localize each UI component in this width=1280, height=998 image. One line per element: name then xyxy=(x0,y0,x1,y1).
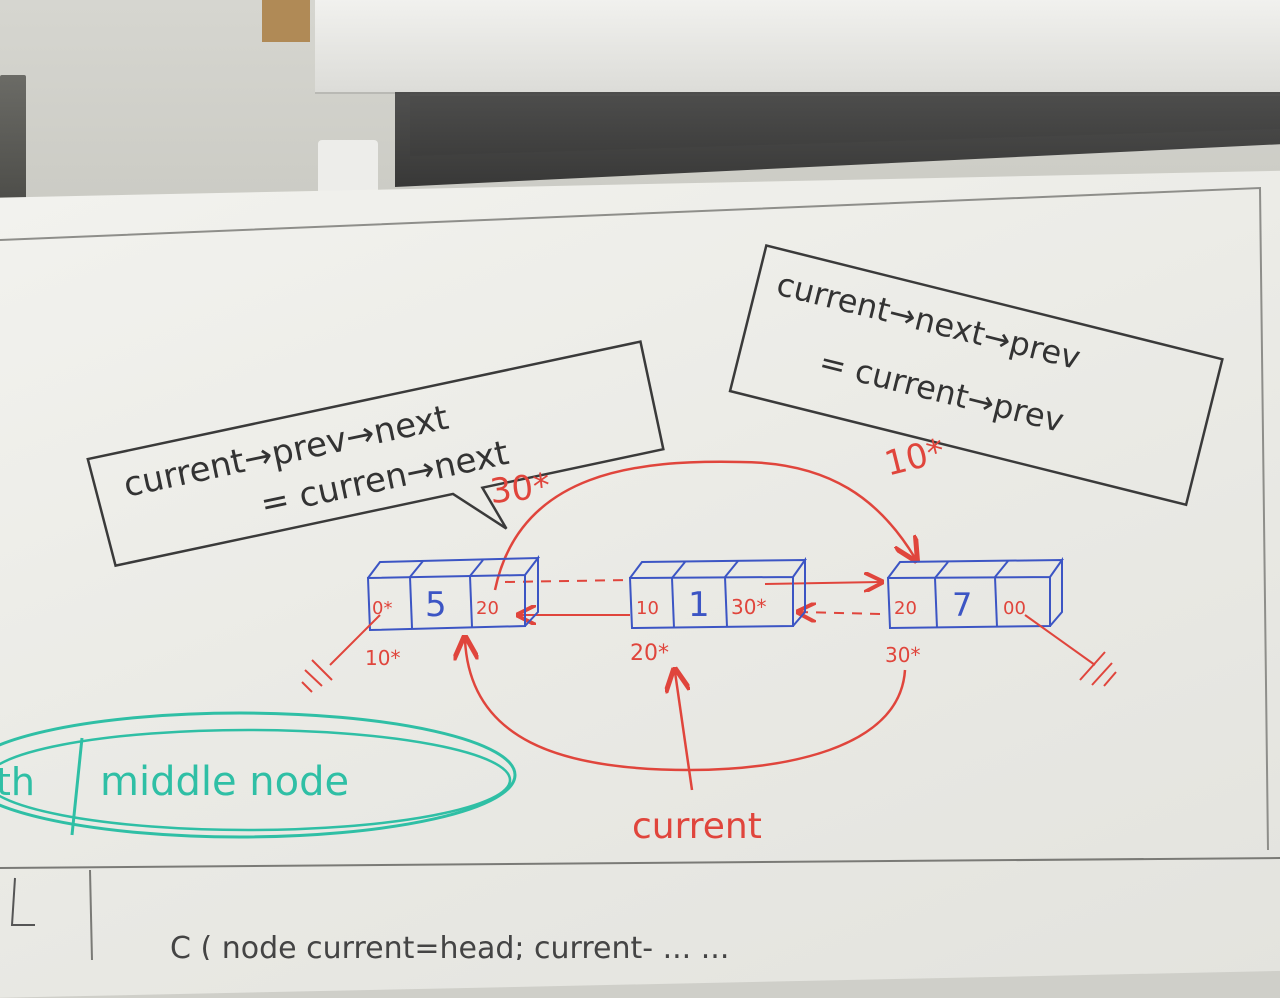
oval-right-text: middle node xyxy=(100,759,349,805)
node-2-prev: 10 xyxy=(636,598,659,619)
right-speech-box: current→next→prev = current→prev xyxy=(728,244,1224,507)
wall-fixture xyxy=(0,75,26,215)
bottom-partial-text: C ( node current=head; current- ... ... xyxy=(170,931,729,960)
node-3-addr: 30* xyxy=(885,643,920,667)
current-pointer-arrow xyxy=(675,672,694,791)
null-pointer-left xyxy=(329,614,381,666)
current-label: current xyxy=(632,806,762,847)
node-1-addr: 10* xyxy=(365,646,400,670)
node-2: 10 1 30* 20* xyxy=(628,556,807,666)
projector-screen-case xyxy=(315,0,1280,94)
null-ground-left xyxy=(301,659,333,693)
board-divider xyxy=(0,857,1280,869)
link-3-to-2-dashed xyxy=(800,612,881,614)
arc-label-left: 30* xyxy=(488,466,552,512)
node-1: 0* 5 20 10* xyxy=(365,555,541,670)
wood-bracket xyxy=(262,0,310,42)
board-frame xyxy=(0,186,1269,851)
bracket-mark xyxy=(10,877,35,926)
link-2-to-3 xyxy=(764,582,880,584)
node-3: 20 7 00 30* xyxy=(885,556,1064,667)
node-3-next: 00 xyxy=(1003,598,1026,619)
null-pointer-right xyxy=(1024,614,1096,666)
left-speech-box: current→prev→next = curren→next xyxy=(86,340,665,568)
node-1-prev: 0* xyxy=(372,598,392,619)
null-ground-right xyxy=(1079,651,1117,687)
arc-label-right: 10* xyxy=(881,431,949,484)
node-1-next: 20 xyxy=(476,598,499,619)
oval-left-text: th xyxy=(0,760,35,804)
board-divider-vertical xyxy=(89,869,93,960)
node-1-value: 5 xyxy=(425,585,447,625)
node-3-prev: 20 xyxy=(894,598,917,619)
arc-top xyxy=(493,460,915,591)
arc-bottom xyxy=(465,640,907,772)
node-2-value: 1 xyxy=(688,585,710,625)
node-2-addr: 20* xyxy=(630,641,669,666)
node-3-value: 7 xyxy=(952,586,972,624)
link-1-to-2-dashed xyxy=(504,579,631,583)
teal-oval: th middle node xyxy=(0,711,517,839)
node-2-next: 30* xyxy=(731,595,766,619)
whiteboard-drawing: current→prev→next = curren→next current→… xyxy=(0,186,1280,960)
